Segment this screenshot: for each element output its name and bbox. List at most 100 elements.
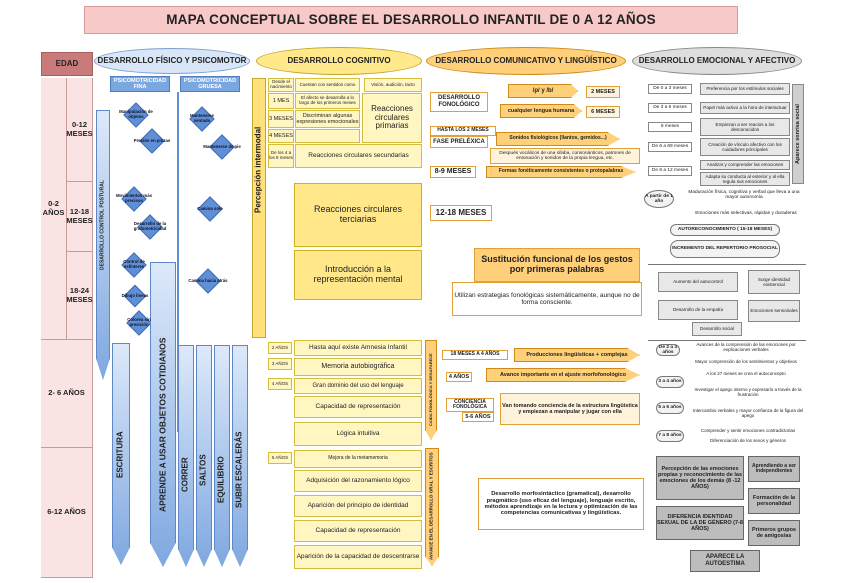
divider-fina-gruesa — [177, 92, 179, 432]
gruesa-label: PSICOMOTRICIDAD GRUESA — [180, 76, 240, 92]
cog-row-3: Discriminan algunas expresiones emociona… — [295, 110, 360, 128]
emo-mid-5: Desarrollo social — [692, 322, 742, 336]
gruesa-item-2: Mantenerse de pie — [203, 143, 241, 149]
fina-label: PSICOMOTRICIDAD FINA — [110, 76, 170, 92]
perception-label: Percepción intermodal — [253, 126, 263, 214]
emo-selectivas: Emociones más selectivas, rápidas y dura… — [695, 211, 797, 217]
emo-item-2: Papel más activo a la hora de interactua… — [700, 102, 790, 114]
cognitivo-header: DESARROLLO COGNITIVO — [256, 47, 422, 75]
emo-item-5: Analizar y comprender las emociones — [700, 160, 790, 170]
com-5-6: 5-6 AÑOS — [462, 412, 494, 422]
com-8-9: 8-9 MESES — [430, 166, 476, 178]
emo-late-6: Comprender y sentir emociones contradict… — [700, 427, 796, 433]
control-postural-label: DESARROLLO CONTROL POSTURAL — [99, 180, 106, 270]
cog-row-4 — [295, 129, 360, 143]
emo-final-6: APARECE LA AUTOESTIMA — [690, 550, 760, 572]
emo-repertorio: INCREMENTO DEL REPERTORIO PROSOCIAL — [670, 240, 780, 258]
control-postural-arrow — [96, 110, 110, 380]
fina-item-3: Movimientos más precisos — [115, 193, 153, 203]
emo-late-3: A los 27 meses se crea el autoconcepto — [706, 370, 786, 376]
emo-final-3: Formación de la personalidad — [748, 488, 800, 514]
fina-item-5: Control de esfínteres — [123, 259, 145, 269]
comunicativo-header: DESARROLLO COMUNICATIVO Y LINGÜÍSTICO — [426, 47, 626, 75]
com-2-meses: 2 MESES — [586, 86, 620, 98]
com-conciencia-text: Van tomando conciencia de la estructura … — [500, 393, 640, 425]
emo-item-1: Preferencia por los estímulos sociales — [700, 83, 790, 95]
fina-item-1: Manipulación de objetos — [119, 109, 153, 119]
emo-mid-3: Desarrollo de la empatía — [658, 300, 738, 320]
com-fonologico: DESARROLLO FONOLÓGICO — [430, 92, 488, 112]
cog-age-1: Desde el nacimiento — [268, 78, 294, 92]
age-axis-header: EDAD — [41, 52, 93, 76]
bar-subir-label: SUBIR ESCALERÁS — [234, 431, 244, 509]
cog-terciarias: Reacciones circulares terciarias — [294, 183, 422, 247]
cog-stage-5: Lógica intuitiva — [294, 422, 422, 446]
emo-age-2: De 3 a 6 meses — [648, 103, 692, 113]
bar-escritura-label: ESCRITURA — [115, 431, 125, 479]
bar-equilibrio — [214, 345, 230, 567]
cog-representacion: Introducción a la representación mental — [294, 250, 422, 300]
sonrisa-label: Aparece sonrisa social — [794, 104, 801, 164]
bar-saltos — [196, 345, 212, 567]
gruesa-item-4: Camina hacia atrás — [188, 277, 228, 283]
avance-oral-arrow — [425, 448, 439, 566]
com-formas: Formas fonéticamente consistentes o prot… — [486, 166, 636, 178]
emo-age-3: 8 meses — [648, 122, 692, 132]
emo-late-1: Avances de la comprensión de las emocion… — [696, 342, 796, 352]
cog-stage-2: Memoria autobiográfica — [294, 358, 422, 376]
bar-subir — [232, 345, 248, 567]
com-despues: Después vocálicos de una sílaba, consoná… — [490, 148, 640, 164]
cog-senses: Visión, audición, tacto — [364, 78, 422, 92]
cog-stage-10: Aparición de la capacidad de descentrars… — [294, 545, 422, 569]
emo-final-4: DIFERENCIA IDENTIDAD SEXUAL DE LA DE GÉN… — [656, 506, 744, 540]
bar-saltos-label: SALTOS — [198, 454, 208, 486]
emo-late-4: Investigar el apego interno y expresarlo… — [694, 387, 802, 397]
fina-item-6: Dibujo lineas — [121, 292, 149, 298]
com-conciencia: CONCIENCIA FONOLÓGICA — [446, 398, 494, 412]
com-18-4: 18 MESES A 4 AÑOS — [442, 350, 508, 360]
cog-stage-6: Mejora de la metamemoria — [294, 450, 422, 468]
age-0-12-months: 0-12 MESES — [66, 78, 93, 182]
emo-final-2: Aprendiendo a ser independientes — [748, 456, 800, 482]
sonrisa-bar — [792, 84, 804, 184]
com-morfosintactico: Desarrollo morfosintáctico (gramatical),… — [478, 478, 644, 530]
cog-row-2: El afecto se desarrolla a lo largo de lo… — [295, 93, 360, 109]
com-avance-morfo: Avance importante en el ajuste morfofono… — [486, 368, 640, 382]
cog-age-4: 4 MESES — [268, 129, 294, 143]
caida-label: CAIDA FONOLÓGICA Y DESAPARECE — [427, 353, 433, 427]
cog-stage-age-1: 2 AÑOS — [268, 342, 292, 354]
fina-item-2: Presión en pinzas — [133, 137, 171, 143]
emo-late-age-3: 5 a 6 años — [656, 402, 684, 414]
cog-stage-9: Capacidad de representación — [294, 520, 422, 542]
emo-age-4: De 6 a 69 meses — [648, 142, 692, 152]
cog-age-2: 1 MES — [268, 93, 294, 109]
emo-age-5: De 8 a 12 meses — [648, 166, 692, 176]
gruesa-item-3: Camina solo — [197, 205, 223, 211]
age-0-2: 0-2 AÑOS — [41, 78, 67, 340]
fisico-header: DESARROLLO FÍSICO Y PSICOMOTOR — [94, 48, 250, 74]
com-sustitucion: Sustitución funcional de los gestos por … — [474, 248, 640, 282]
emo-mid-2: Surge identidad existencial — [748, 270, 800, 294]
cog-stage-4: Capacidad de representación — [294, 396, 422, 418]
bar-escritura — [112, 343, 130, 565]
perception-bar — [252, 78, 266, 338]
com-preléxica: FASE PRELÉXICA — [430, 136, 488, 148]
gruesa-item-1: Mantenerse sentado — [190, 113, 214, 123]
bar-correr — [178, 345, 194, 567]
cog-stage-3: Gran dominio del uso del lenguaje — [294, 378, 422, 394]
age-6-12-years: 6-12 AÑOS — [41, 448, 93, 578]
emo-item-6: Adapta su conducta al exterior y al ella… — [700, 172, 790, 186]
bar-objetos-label: APRENDE A USAR OBJETOS COTIDIANOS — [157, 337, 168, 513]
age-2-6-years: 2- 6 AÑOS — [41, 340, 93, 448]
caida-arrow — [425, 340, 437, 440]
fina-item-4: Desarrollo de la grafomotricidad — [133, 221, 167, 231]
emo-partir: A partir de 1 año — [644, 190, 674, 208]
bar-equilibrio-label: EQUILIBRIO — [216, 456, 226, 504]
emo-late-age-4: 7 a 8 años — [656, 430, 684, 442]
emo-late-7: Diferenciación de los sexos y géneros — [710, 437, 786, 443]
cog-row-5: Reacciones circulares secundarias — [295, 144, 422, 168]
emo-late-5: Intercambio verbales y mayor confianza d… — [692, 408, 804, 418]
emo-final-1: Percepción de las emociones propias y re… — [656, 456, 744, 500]
com-12-18: 12-18 MESES — [430, 205, 492, 221]
cog-stage-age-2: 3 AÑOS — [268, 358, 292, 370]
